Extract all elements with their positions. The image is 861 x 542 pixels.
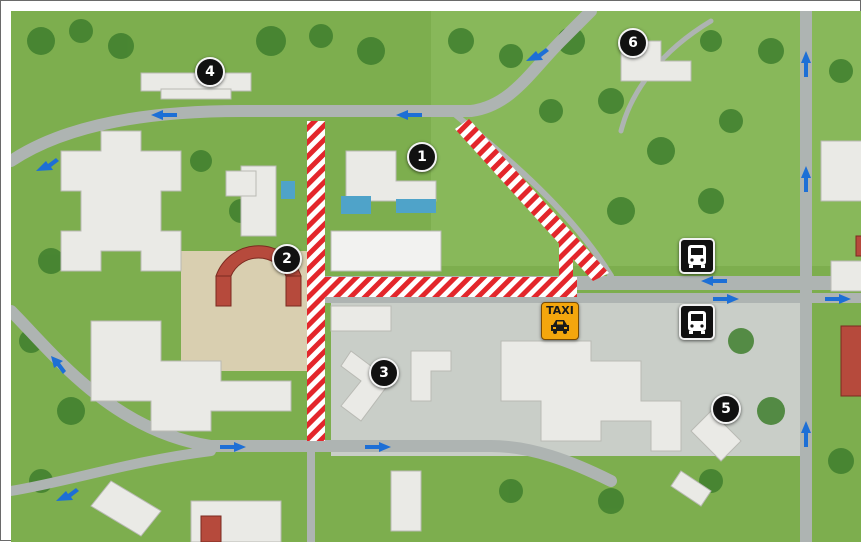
taxi-stand[interactable]: TAXI [541, 302, 579, 340]
buildings [60, 40, 861, 542]
taxi-icon [551, 320, 569, 334]
map-marker-6[interactable]: 6 [618, 28, 648, 58]
map-canvas [11, 11, 861, 542]
map-marker-4[interactable]: 4 [195, 57, 225, 87]
bus-stop-icon [688, 245, 706, 268]
taxi-label: TAXI [546, 304, 574, 317]
map-marker-3[interactable]: 3 [369, 358, 399, 388]
water-features [281, 181, 436, 214]
bus-stop-north[interactable] [679, 238, 715, 274]
map-marker-5[interactable]: 5 [711, 394, 741, 424]
trees [19, 19, 854, 514]
bus-stop-icon [688, 311, 706, 334]
campus-map[interactable]: 1 2 3 4 5 6 [11, 11, 861, 542]
one-way-arrow-icon [36, 48, 851, 501]
map-marker-1[interactable]: 1 [407, 142, 437, 172]
bus-stop-south[interactable] [679, 304, 715, 340]
map-marker-2[interactable]: 2 [272, 244, 302, 274]
highlighted-route [307, 119, 609, 441]
